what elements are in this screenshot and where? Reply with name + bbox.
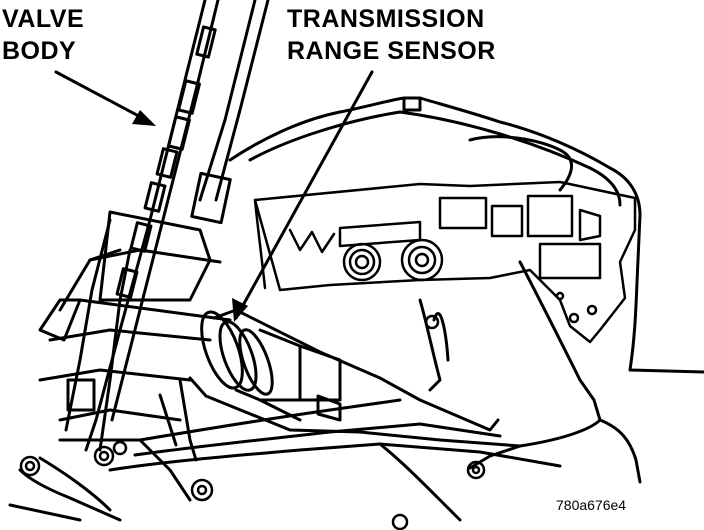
valve-body — [38, 0, 270, 452]
case-bottom — [108, 260, 642, 522]
trs-label-line1: TRANSMISSION — [287, 5, 485, 33]
valve-body-arrowhead — [132, 110, 156, 126]
valve-body-label-line1: VALVE — [2, 5, 85, 33]
trs-label-line2: RANGE SENSOR — [287, 37, 496, 65]
figure-code: 780a676e4 — [556, 497, 627, 513]
trs-arrowhead — [232, 298, 248, 322]
valve-body-label-line2: BODY — [2, 37, 77, 65]
transmission-range-sensor — [158, 308, 522, 462]
valve-body-plate — [253, 180, 637, 344]
transmission-case — [228, 96, 704, 374]
callout-arrows — [54, 70, 374, 320]
case-bolts — [19, 314, 486, 530]
